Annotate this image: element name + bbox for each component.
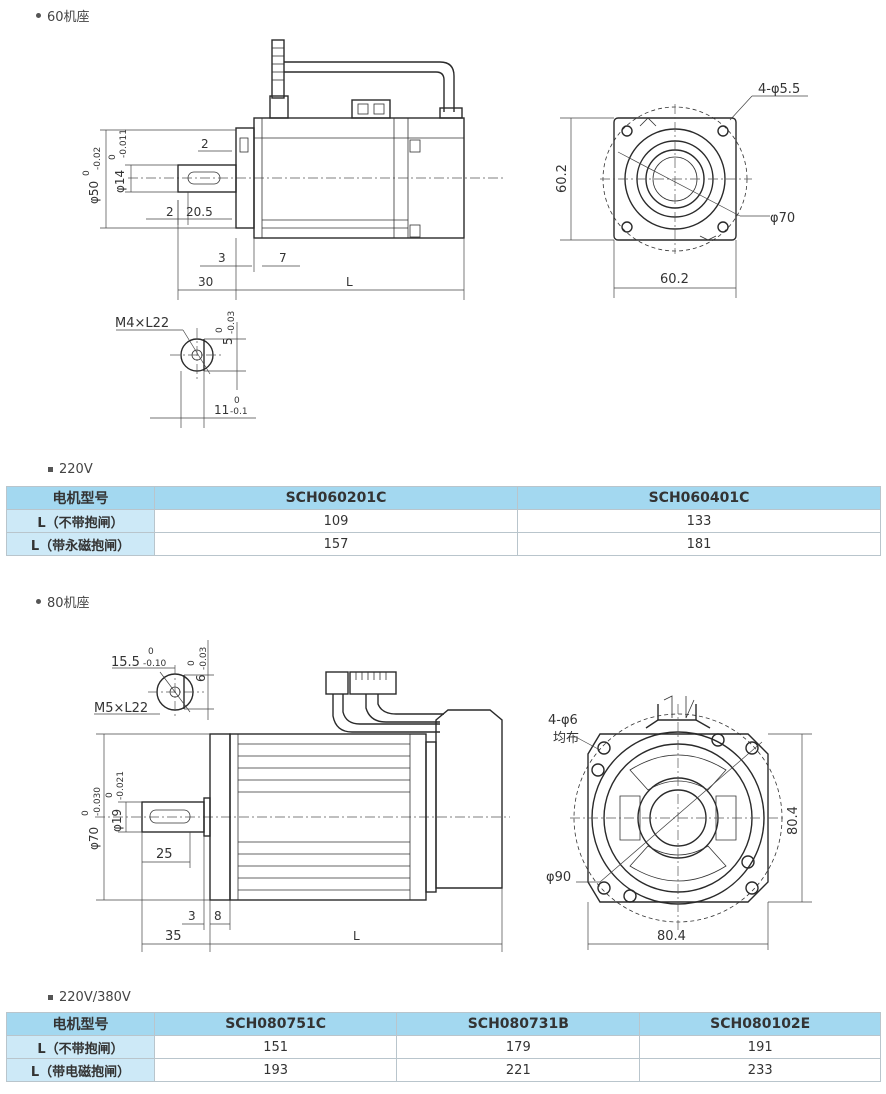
table1-voltage: 220V: [48, 462, 93, 477]
spec-table-60: 电机型号 SCH060201C SCH060401C L（不带抱闸） 109 1…: [6, 486, 881, 556]
dim-d70: φ70: [87, 827, 101, 850]
header-cell: SCH080102E: [639, 1012, 881, 1036]
shaft60-key-tol-low: -0.03: [227, 311, 237, 334]
spec-table-80: 电机型号 SCH080751C SCH080731B SCH080102E L（…: [6, 1012, 881, 1082]
shaft60-key-tol-up: 0: [215, 327, 225, 333]
table2-voltage: 220V/380V: [48, 990, 131, 1005]
shaft80-key-label: 6: [194, 674, 208, 682]
row-header-cell: L（不带抱闸）: [6, 1035, 155, 1059]
shaft80-dim-label: 15.5: [111, 655, 140, 670]
shaft80-thread-label: M5×L22: [94, 701, 148, 716]
dim-30: 30: [198, 275, 213, 289]
dim-d50-tol-up: 0: [82, 170, 92, 176]
side60-height-label: 60.2: [555, 164, 570, 193]
square-bullet-icon: [48, 995, 53, 1000]
header-cell: 电机型号: [6, 486, 155, 510]
side60-width-label: 60.2: [660, 272, 689, 287]
table-cell: 179: [396, 1035, 641, 1059]
front-view-60: [100, 39, 505, 300]
dim-7: 7: [279, 251, 287, 265]
shaft60-key-label: 5: [221, 337, 235, 345]
section-60-title: 60机座: [36, 6, 90, 25]
dim-20-5: 20.5: [186, 205, 213, 219]
dim-d50-tol-low: -0.02: [93, 147, 103, 170]
side60-holes-label: 4-φ5.5: [758, 82, 800, 97]
table-cell: 151: [153, 1035, 398, 1059]
table-cell: 233: [639, 1058, 881, 1082]
table-cell: 193: [153, 1058, 398, 1082]
header-cell: SCH060201C: [154, 486, 518, 510]
bullet-icon: [36, 13, 41, 18]
table-row: L（带永磁抱闸） 157 181: [6, 532, 881, 556]
section-80-title-text: 80机座: [47, 596, 90, 611]
header-cell: SCH060401C: [517, 486, 881, 510]
side80-holes-note: 均布: [553, 731, 579, 746]
shaft60-depth-tol-low: -0.1: [230, 407, 248, 417]
shaft-end-view-80: [94, 640, 214, 720]
shaft-end-view-60: [116, 322, 256, 428]
row-header-cell: L（不带抱闸）: [6, 509, 155, 533]
dim-2-bottom: 2: [166, 205, 174, 219]
table2-voltage-text: 220V/380V: [59, 990, 131, 1005]
dim-25: 25: [156, 847, 173, 862]
side-view-60: [560, 95, 808, 298]
dim-d19-tol-low: -0.021: [116, 771, 126, 800]
header-cell: SCH080751C: [153, 1012, 398, 1036]
row-header-cell: L（带永磁抱闸）: [6, 532, 155, 556]
table-cell: 181: [517, 532, 881, 556]
table-cell: 157: [154, 532, 518, 556]
table-row: L（带电磁抱闸） 193 221 233: [6, 1058, 881, 1082]
shaft80-key-tol-up: 0: [187, 660, 197, 666]
dim-d19-tol-up: 0: [105, 792, 115, 798]
side80-height-label: 80.4: [786, 806, 801, 835]
side80-circle-label: φ90: [546, 870, 571, 885]
dim-d14: φ14: [113, 170, 127, 193]
dim-8: 8: [214, 909, 222, 923]
shaft60-thread-label: M4×L22: [115, 316, 169, 331]
dim-d70-tol-up: 0: [81, 810, 91, 816]
table-header-row: 电机型号 SCH060201C SCH060401C: [6, 486, 881, 510]
dim-d19: φ19: [110, 809, 124, 832]
header-cell: SCH080731B: [396, 1012, 641, 1036]
drawing-60-frame: φ50 0 -0.02 φ14 0 -0.011 2 2 20.5 3 7 30…: [82, 39, 808, 428]
bullet-icon: [36, 599, 41, 604]
table-row: L（不带抱闸） 109 133: [6, 509, 881, 533]
table-header-row: 电机型号 SCH080751C SCH080731B SCH080102E: [6, 1012, 881, 1036]
dim-35: 35: [165, 929, 182, 944]
dim-3-80: 3: [188, 909, 196, 923]
shaft60-depth-tol-up: 0: [234, 396, 240, 406]
shaft60-depth-label: 11: [214, 403, 229, 417]
section-80-title: 80机座: [36, 592, 90, 611]
table-cell: 221: [396, 1058, 641, 1082]
side80-holes-label: 4-φ6: [548, 713, 578, 728]
table-cell: 133: [517, 509, 881, 533]
row-header-cell: L（带电磁抱闸）: [6, 1058, 155, 1082]
dim-d14-tol-up: 0: [108, 154, 118, 160]
dim-d50: φ50: [87, 181, 101, 204]
shaft80-key-tol-low: -0.03: [199, 647, 209, 670]
dim-L-80: L: [353, 929, 360, 943]
side80-width-label: 80.4: [657, 929, 686, 944]
shaft80-dim-tol-up: 0: [148, 647, 154, 657]
dim-2-top: 2: [201, 137, 209, 151]
table-cell: 109: [154, 509, 518, 533]
dim-L: L: [346, 275, 353, 289]
shaft80-dim-tol-low: -0.10: [143, 659, 167, 669]
side-view-80: [570, 695, 812, 950]
table-row: L（不带抱闸） 151 179 191: [6, 1035, 881, 1059]
dim-3: 3: [218, 251, 226, 265]
drawing-80-frame: 15.5 0 -0.10 6 0 -0.03 M5×L22: [81, 640, 812, 952]
section-60-title-text: 60机座: [47, 10, 90, 25]
header-cell: 电机型号: [6, 1012, 155, 1036]
dim-d14-tol-low: -0.011: [119, 129, 129, 158]
table-cell: 191: [639, 1035, 881, 1059]
dim-d70-tol-low: -0.030: [93, 787, 103, 816]
table1-voltage-text: 220V: [59, 462, 93, 477]
front-view-80: [95, 671, 510, 952]
square-bullet-icon: [48, 467, 53, 472]
side60-circle-label: φ70: [770, 211, 795, 226]
